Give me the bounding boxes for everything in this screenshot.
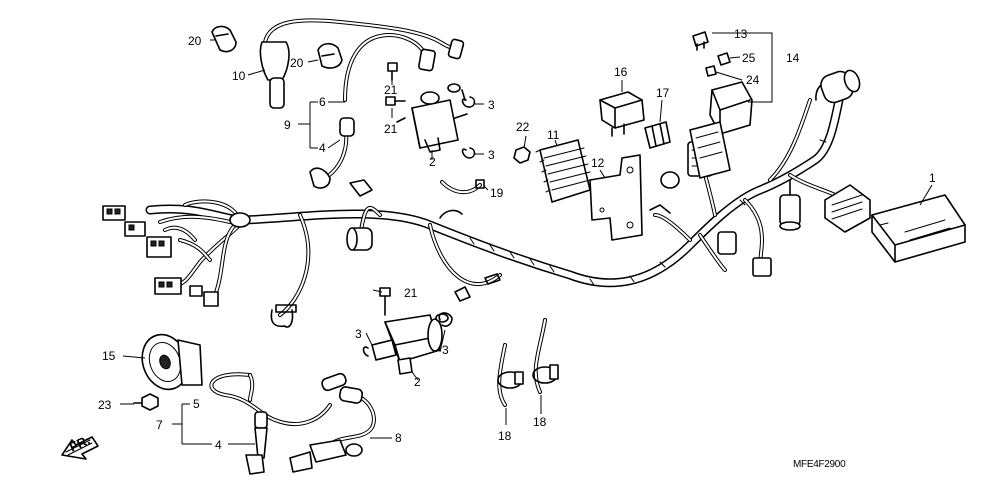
- callout-labels: 1 2 2 3 3 3 3 4 4 5 6 7 8 9 10 11 12 13 …: [67, 27, 936, 470]
- callout-1[interactable]: 1: [929, 171, 936, 185]
- callout-20-b[interactable]: 20: [290, 56, 304, 70]
- callout-20-a[interactable]: 20: [188, 34, 202, 48]
- leader-lines: [120, 32, 933, 445]
- callout-3-a[interactable]: 3: [488, 98, 495, 112]
- callout-15[interactable]: 15: [102, 349, 116, 363]
- callout-10[interactable]: 10: [232, 69, 246, 83]
- bolt-21-upper[interactable]: [385, 62, 406, 106]
- fuse-25[interactable]: [705, 52, 731, 77]
- callout-3-c[interactable]: 3: [355, 327, 362, 341]
- callout-5[interactable]: 5: [193, 397, 200, 411]
- callout-14[interactable]: 14: [786, 51, 800, 65]
- callout-11[interactable]: 11: [547, 128, 560, 142]
- diagram-code: MFE4F2900: [793, 459, 846, 470]
- callout-2-upper[interactable]: 2: [429, 155, 436, 169]
- band-19[interactable]: [440, 179, 485, 195]
- callout-2-lower[interactable]: 2: [414, 375, 421, 389]
- control-unit[interactable]: [871, 194, 966, 263]
- callout-17[interactable]: 17: [656, 86, 670, 100]
- callout-12[interactable]: 12: [591, 156, 605, 170]
- bracket-12[interactable]: [589, 154, 643, 241]
- horn-15[interactable]: [135, 328, 203, 396]
- spark-plug-cord-upper[interactable]: [259, 18, 465, 109]
- callout-13[interactable]: 13: [734, 27, 748, 41]
- callout-7[interactable]: 7: [156, 418, 163, 432]
- clip-3-upper[interactable]: [461, 96, 476, 159]
- front-direction-arrow: [61, 436, 99, 460]
- spark-plug-cord-lower[interactable]: [209, 372, 347, 475]
- harness-cap[interactable]: [346, 179, 373, 251]
- ignition-coil-upper[interactable]: [396, 83, 468, 153]
- clamp-20-b[interactable]: [317, 42, 343, 69]
- callout-21-a[interactable]: 21: [384, 83, 398, 97]
- band-18-a[interactable]: [497, 343, 524, 407]
- bolt-23[interactable]: [133, 393, 159, 411]
- callout-4-upper[interactable]: 4: [319, 141, 326, 155]
- callout-23[interactable]: 23: [98, 398, 112, 412]
- callout-21-b[interactable]: 21: [384, 122, 398, 136]
- harness-sensor[interactable]: [779, 179, 801, 231]
- callout-6[interactable]: 6: [319, 95, 326, 109]
- band-18-b[interactable]: [532, 318, 559, 394]
- callout-9[interactable]: 9: [284, 118, 291, 132]
- callout-3-d[interactable]: 3: [442, 343, 449, 357]
- left-connector-group[interactable]: [102, 205, 251, 307]
- callout-21-c[interactable]: 21: [404, 286, 418, 300]
- callout-4-lower[interactable]: 4: [215, 438, 222, 452]
- callout-19[interactable]: 19: [490, 186, 504, 200]
- callout-18-b[interactable]: 18: [533, 415, 547, 429]
- fuse-17[interactable]: [644, 121, 671, 149]
- clip-3-lower[interactable]: [362, 312, 453, 357]
- callout-16[interactable]: 16: [614, 65, 628, 79]
- nut-22[interactable]: [513, 146, 531, 164]
- callout-3-b[interactable]: 3: [488, 148, 495, 162]
- fuse-13[interactable]: [692, 31, 709, 51]
- ecu-connector[interactable]: [824, 184, 871, 233]
- clamp-20-a[interactable]: [211, 25, 237, 53]
- fuse-box-24[interactable]: [689, 81, 753, 179]
- regulator-rectifier[interactable]: [535, 139, 591, 203]
- callout-25[interactable]: 25: [742, 51, 756, 65]
- callout-18-a[interactable]: 18: [498, 429, 512, 443]
- headlight-socket[interactable]: [815, 68, 862, 105]
- callout-24[interactable]: 24: [746, 73, 760, 87]
- callout-8[interactable]: 8: [395, 431, 402, 445]
- ignition-coil-lower[interactable]: [371, 313, 449, 375]
- callout-22[interactable]: 22: [516, 120, 530, 134]
- ground-terminal-left[interactable]: [270, 304, 297, 328]
- plug-cap-upper[interactable]: [309, 117, 355, 189]
- center-terminals[interactable]: [439, 209, 501, 302]
- relay-16[interactable]: [599, 91, 645, 137]
- plug-cord-8[interactable]: [289, 386, 376, 473]
